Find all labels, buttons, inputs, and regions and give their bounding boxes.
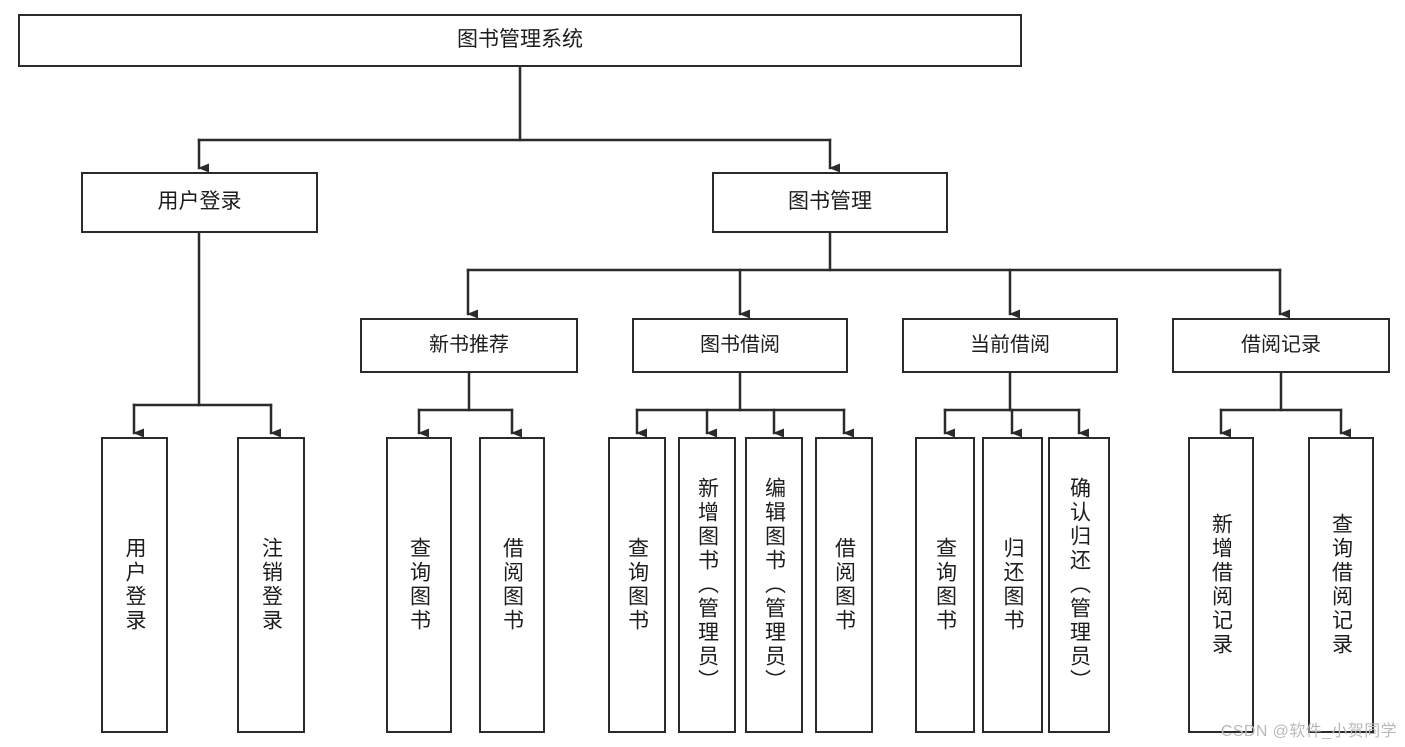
node-leaf-add-borrow-record[interactable]: 新增借阅记录 [1188, 437, 1254, 733]
node-label: 注销登录 [259, 537, 283, 633]
node-leaf-user-login[interactable]: 用户登录 [101, 437, 168, 733]
node-label: 查询图书 [625, 537, 649, 633]
node-root-system[interactable]: 图书管理系统 [18, 14, 1022, 67]
node-leaf-edit-book-admin[interactable]: 编辑图书（管理员） [745, 437, 803, 733]
node-leaf-confirm-return-admin[interactable]: 确认归还（管理员） [1048, 437, 1110, 733]
node-user-login[interactable]: 用户登录 [81, 172, 318, 233]
node-leaf-query-book-3[interactable]: 查询图书 [915, 437, 975, 733]
node-label: 借阅记录 [1241, 333, 1321, 356]
node-label: 新增借阅记录 [1209, 513, 1233, 657]
node-label: 用户登录 [157, 190, 242, 214]
node-book-borrow[interactable]: 图书借阅 [632, 318, 848, 373]
node-label: 当前借阅 [970, 333, 1050, 356]
node-leaf-return-book[interactable]: 归还图书 [982, 437, 1043, 733]
node-leaf-query-book-1[interactable]: 查询图书 [386, 437, 452, 733]
node-label: 确认归还（管理员） [1067, 477, 1091, 693]
node-label: 借阅图书 [832, 537, 856, 633]
node-label: 查询图书 [933, 537, 957, 633]
node-current-borrow[interactable]: 当前借阅 [902, 318, 1118, 373]
node-label: 用户登录 [123, 537, 146, 633]
node-new-book-recommend[interactable]: 新书推荐 [360, 318, 578, 373]
node-label: 编辑图书（管理员） [762, 477, 786, 693]
node-label: 查询图书 [407, 537, 431, 633]
node-label: 归还图书 [1001, 537, 1024, 633]
node-leaf-logout[interactable]: 注销登录 [237, 437, 305, 733]
node-leaf-add-book-admin[interactable]: 新增图书（管理员） [678, 437, 736, 733]
node-label: 图书管理系统 [457, 28, 583, 52]
node-label: 新书推荐 [429, 333, 509, 356]
node-leaf-borrow-book-2[interactable]: 借阅图书 [815, 437, 873, 733]
node-leaf-query-book-2[interactable]: 查询图书 [608, 437, 666, 733]
node-label: 图书管理 [788, 190, 872, 214]
node-leaf-borrow-book-1[interactable]: 借阅图书 [479, 437, 545, 733]
node-book-manage[interactable]: 图书管理 [712, 172, 948, 233]
node-label: 借阅图书 [500, 537, 524, 633]
node-leaf-query-borrow-record[interactable]: 查询借阅记录 [1308, 437, 1374, 733]
node-borrow-record[interactable]: 借阅记录 [1172, 318, 1390, 373]
node-label: 新增图书（管理员） [695, 477, 719, 693]
node-label: 图书借阅 [700, 333, 780, 356]
node-label: 查询借阅记录 [1329, 513, 1353, 657]
